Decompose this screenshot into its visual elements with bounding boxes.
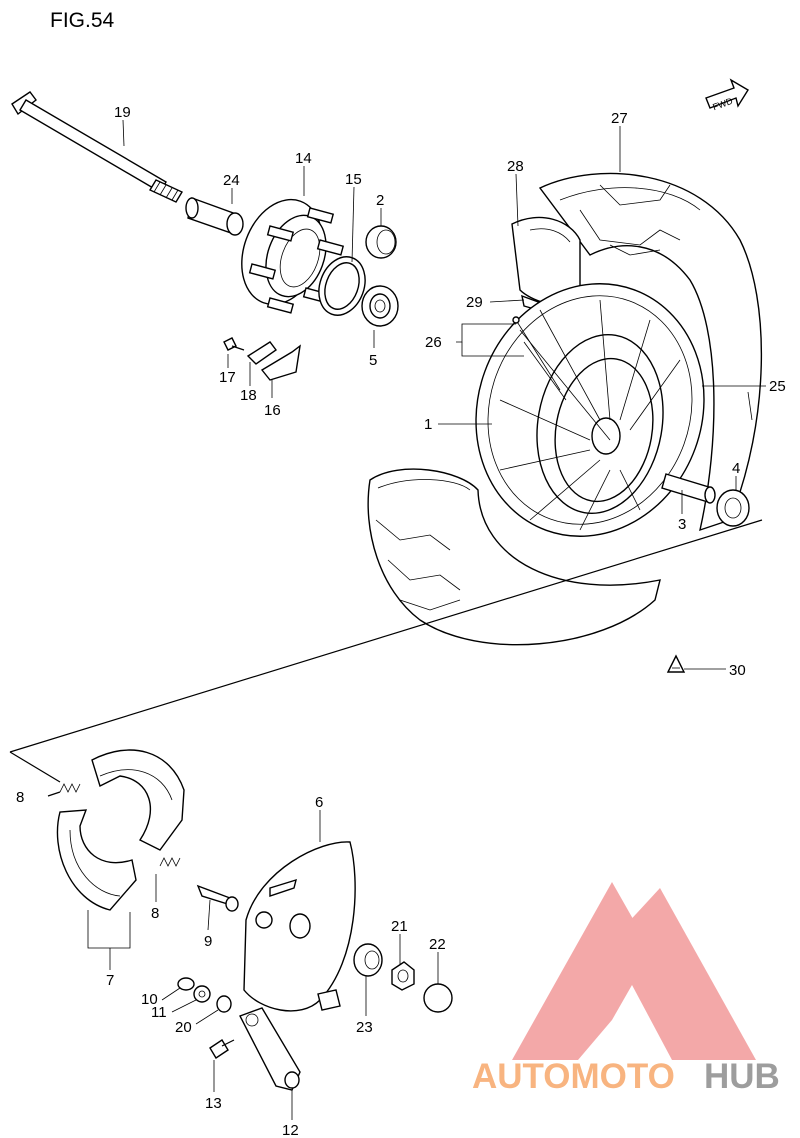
watermark: AUTOMOTO HUB xyxy=(472,882,780,1096)
tire-part-27 xyxy=(538,172,763,532)
seal-part-4 xyxy=(716,489,750,527)
plate-part-18 xyxy=(246,341,277,365)
fwd-arrow-icon: FWD xyxy=(705,78,749,112)
watermark-logo-inner-icon xyxy=(612,888,756,1060)
section-line xyxy=(9,519,763,783)
callout-9: 9 xyxy=(204,933,212,950)
collar-part-23 xyxy=(353,943,383,977)
callout-1: 1 xyxy=(424,416,432,433)
callout-25: 25 xyxy=(769,378,786,395)
callout-5: 5 xyxy=(369,352,377,369)
collar-part-2 xyxy=(365,225,397,259)
bolt-part-17 xyxy=(223,337,245,351)
valvecap-part-30 xyxy=(666,654,686,673)
callout-11: 11 xyxy=(151,1004,167,1021)
callout-20: 20 xyxy=(175,1019,192,1036)
callout-18: 18 xyxy=(240,387,257,404)
spacer-part-3 xyxy=(661,473,716,504)
cap-part-22 xyxy=(423,983,453,1013)
callout-4: 4 xyxy=(732,460,740,477)
spacer-part-24 xyxy=(185,197,244,236)
callout-15: 15 xyxy=(345,171,362,188)
callout-28: 28 xyxy=(507,158,524,175)
watermark-text-2: HUB xyxy=(704,1057,780,1096)
washer-part-11 xyxy=(193,985,211,1003)
callout-8b: 8 xyxy=(151,905,159,922)
callout-12: 12 xyxy=(282,1122,299,1138)
callout-labels: 19 24 14 15 2 5 17 18 16 27 28 29 26 1 2… xyxy=(16,104,786,1138)
spring-part-20 xyxy=(216,995,232,1013)
callout-7: 7 xyxy=(106,972,114,989)
drum-part-14 xyxy=(241,198,345,314)
cam-part-9 xyxy=(196,884,239,912)
callout-26: 26 xyxy=(425,334,442,351)
callout-23: 23 xyxy=(356,1019,373,1036)
callout-29: 29 xyxy=(466,294,483,311)
callout-16: 16 xyxy=(264,402,281,419)
callout-21: 21 xyxy=(391,918,408,935)
axle-part-19 xyxy=(11,91,184,203)
nut-part-21 xyxy=(391,961,415,991)
spring-part-8b xyxy=(159,857,181,867)
washer-part-10 xyxy=(177,977,195,991)
watermark-text-1: AUTOMOTO xyxy=(472,1057,675,1096)
callout-8a: 8 xyxy=(16,789,24,806)
callout-2: 2 xyxy=(376,192,384,209)
callout-13: 13 xyxy=(205,1095,222,1112)
brakepanel-part-6 xyxy=(243,841,356,1012)
spokes-part-26 xyxy=(512,316,567,401)
callout-30: 30 xyxy=(729,662,746,679)
leader-lines xyxy=(87,119,766,1120)
callout-14: 14 xyxy=(295,150,312,167)
callout-22: 22 xyxy=(429,936,446,953)
brakeshoe-part-7 xyxy=(56,749,185,911)
callout-19: 19 xyxy=(114,104,131,121)
tire-part-25 xyxy=(367,391,753,646)
bearing-part-5 xyxy=(361,285,399,327)
spring-part-8a xyxy=(47,783,81,797)
bolt-part-13 xyxy=(209,1039,235,1059)
oring-part-15 xyxy=(318,256,366,316)
callout-27: 27 xyxy=(611,110,628,127)
figure-title: FIG.54 xyxy=(50,9,115,32)
callout-17: 17 xyxy=(219,369,236,386)
wheel-part-1 xyxy=(475,283,705,537)
plate-part-16 xyxy=(260,344,301,381)
callout-6: 6 xyxy=(315,794,323,811)
callout-3: 3 xyxy=(678,516,686,533)
tube-part-28 xyxy=(511,216,581,306)
callout-24: 24 xyxy=(223,172,240,189)
callout-10: 10 xyxy=(141,991,158,1008)
brakearm-part-12 xyxy=(239,1007,301,1091)
